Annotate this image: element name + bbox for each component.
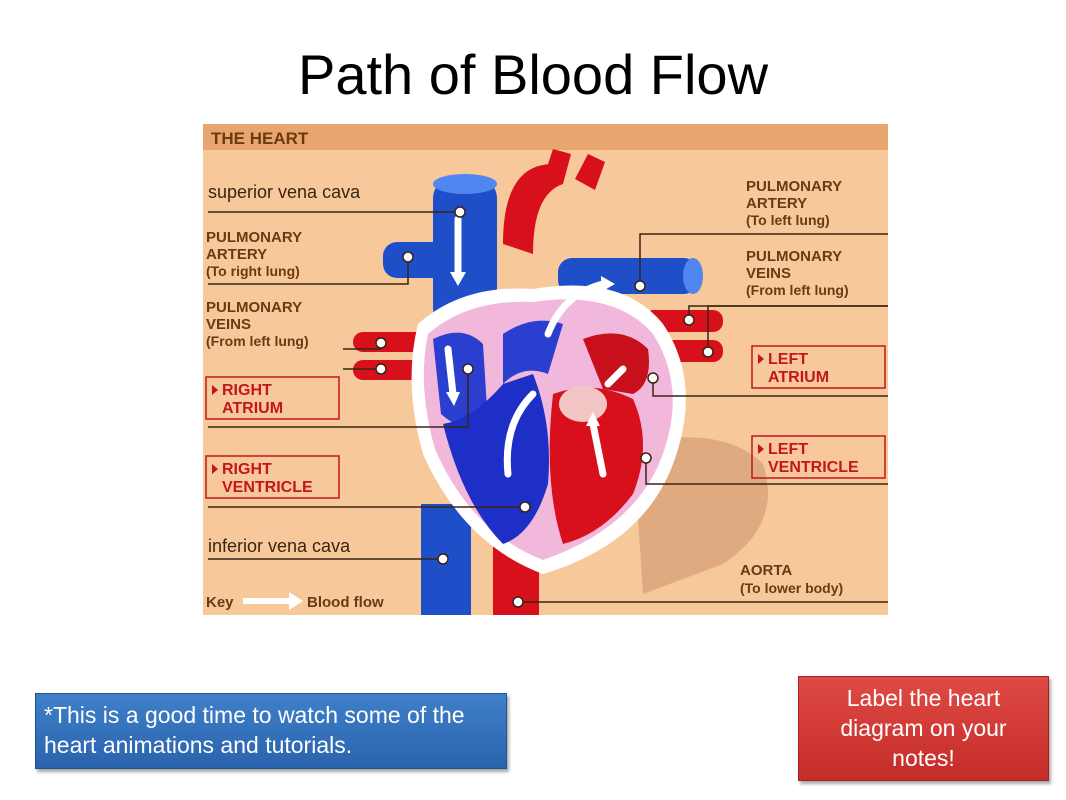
key-arrow-head xyxy=(289,592,303,610)
label-pulmonary-artery-left-3: (To left lung) xyxy=(746,212,830,228)
label-left-ventricle-1: LEFT xyxy=(768,441,808,458)
label-left-ventricle-2: VENTRICLE xyxy=(768,459,859,476)
label-key: Key xyxy=(206,594,234,611)
label-blood-flow: Blood flow xyxy=(307,594,384,611)
key-arrow-shaft xyxy=(243,598,291,604)
label-aorta-1: AORTA xyxy=(740,562,792,579)
svc-opening xyxy=(433,174,497,194)
aorta-arch xyxy=(503,164,563,254)
flow-arrows xyxy=(444,215,627,478)
heart-valve xyxy=(559,386,607,422)
label-pulmonary-veins-right-1: PULMONARY xyxy=(746,248,842,265)
slide-title: Path of Blood Flow xyxy=(297,43,769,106)
label-pulmonary-artery-right-3: (To right lung) xyxy=(206,263,300,279)
label-right-atrium-2: ATRIUM xyxy=(222,400,283,417)
left-atrium-chamber xyxy=(583,333,649,394)
flow-arrowheads xyxy=(446,272,615,426)
aorta-branches xyxy=(543,149,605,190)
label-pulmonary-artery-left-1: PULMONARY xyxy=(746,178,842,195)
label-pulmonary-artery-right-1: PULMONARY xyxy=(206,229,302,246)
label-pulmonary-veins-left-1: PULMONARY xyxy=(206,299,302,316)
left-atrium-label-box xyxy=(751,345,886,389)
label-pulmonary-veins-right-2: VEINS xyxy=(746,265,791,282)
diagram-header: THE HEART xyxy=(211,129,309,148)
right-ventricle-label-box xyxy=(205,455,340,499)
label-aorta-2: (To lower body) xyxy=(740,580,843,596)
watch-animations-note: *This is a good time to watch some of th… xyxy=(35,693,507,769)
heart-diagram: THE HEART xyxy=(203,124,888,615)
label-pulmonary-artery-left-2: ARTERY xyxy=(746,195,807,212)
label-diagram-note: Label the heart diagram on your notes! xyxy=(798,676,1049,781)
left-ventricle-label-box xyxy=(751,435,886,479)
pulmonary-veins-left-vessels xyxy=(353,332,433,352)
left-ventricle-chamber xyxy=(549,387,643,544)
label-pulmonary-veins-left-3: (From left lung) xyxy=(206,333,309,349)
label-left-atrium-1: LEFT xyxy=(768,351,808,368)
label-pulmonary-artery-right-2: ARTERY xyxy=(206,246,267,263)
diagram-header-bar xyxy=(203,124,888,150)
label-left-atrium-2: ATRIUM xyxy=(768,369,829,386)
label-pulmonary-veins-right-3: (From left lung) xyxy=(746,282,849,298)
label-right-atrium-1: RIGHT xyxy=(222,382,272,399)
leader-dots xyxy=(375,206,714,608)
label-right-ventricle-1: RIGHT xyxy=(222,461,272,478)
label-pulmonary-veins-left-2: VEINS xyxy=(206,316,251,333)
label-superior-vena-cava: superior vena cava xyxy=(208,182,361,202)
leader-lines xyxy=(208,211,888,603)
label-inferior-vena-cava: inferior vena cava xyxy=(208,536,351,556)
right-atrium-label-box xyxy=(205,376,340,420)
label-right-ventricle-2: VENTRICLE xyxy=(222,479,313,496)
right-ventricle-chamber xyxy=(443,374,549,544)
pulmonary-artery-right-vessel xyxy=(383,242,453,278)
superior-vena-cava-vessel xyxy=(433,178,497,328)
